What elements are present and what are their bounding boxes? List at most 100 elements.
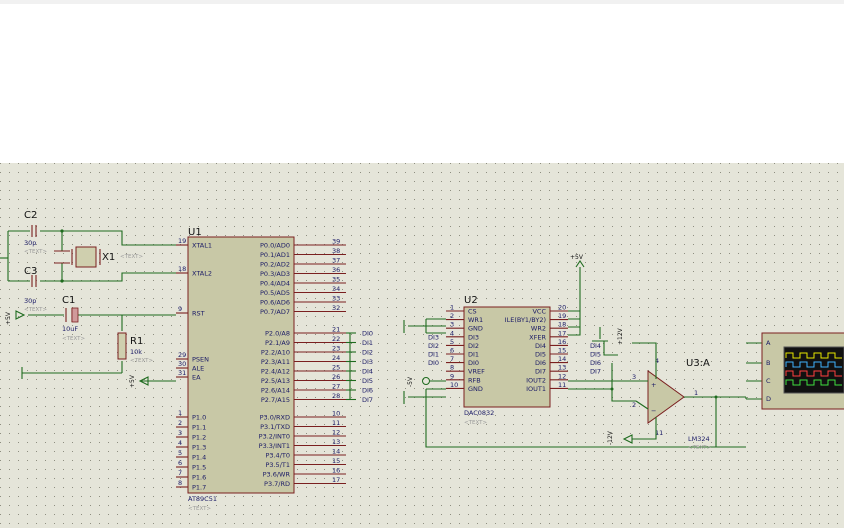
- scope-ch-c: C: [766, 377, 771, 385]
- c3-value: 30p: [24, 297, 36, 305]
- u1-pin-number: 13: [332, 438, 340, 446]
- power-vref: -5V: [407, 376, 414, 387]
- capacitor-c1[interactable]: C1 10uF <TEXT>: [62, 295, 85, 342]
- u2-pin-name: DI7: [535, 368, 546, 376]
- u2-part: DAC0832: [464, 409, 494, 417]
- u2-pin-name: VREF: [468, 368, 485, 376]
- u2-net-label: DI5: [590, 351, 601, 359]
- c2-value: 30p: [24, 239, 36, 247]
- u2-pin-name: DI6: [535, 359, 546, 367]
- u1-pin-number: 26: [332, 373, 340, 381]
- u1-pin-number: 8: [178, 479, 182, 487]
- u2-pin-number: 20: [558, 304, 566, 312]
- mcu-u1[interactable]: U1 AT89C51 <TEXT>: [187, 227, 295, 512]
- window-top-strip: [0, 0, 844, 4]
- u2-pin-number: 14: [558, 355, 566, 363]
- u1-part: AT89C51: [188, 495, 217, 503]
- c3-ref: C3: [24, 266, 37, 277]
- u1-pin-number: 16: [332, 467, 340, 475]
- u1-pin-name: P1.4: [192, 454, 206, 462]
- op-neg-label: -12V: [607, 430, 614, 445]
- u1-pin-name: P2.6/A14: [261, 387, 290, 395]
- vcc-dac-label: +5V: [570, 254, 584, 261]
- u1-text: <TEXT>: [188, 506, 211, 512]
- u1-pin-name: P2.7/A15: [261, 396, 290, 404]
- resistor-r1[interactable]: R1 10k <TEXT>: [117, 332, 153, 364]
- c3-text: <TEXT>: [24, 307, 47, 313]
- u2-pin-number: 9: [450, 372, 454, 380]
- u1-pin-name: ALE: [192, 365, 204, 373]
- oscilloscope[interactable]: A B C D: [745, 332, 844, 410]
- dac-u2[interactable]: U2 DAC0832 <TEXT>: [463, 295, 551, 426]
- u1-net-label: DI7: [362, 396, 373, 404]
- u1-pin-number: 14: [332, 448, 340, 456]
- c1-text: <TEXT>: [62, 336, 85, 342]
- capacitor-c3[interactable]: C3 30p <TEXT>: [24, 266, 47, 313]
- u2-pin-name: DI0: [468, 359, 479, 367]
- u2-pin-name: RFB: [468, 376, 481, 384]
- u1-body: [187, 236, 295, 494]
- u2-pin-number: 15: [558, 347, 566, 355]
- u1-pin-name: P3.0/RXD: [260, 414, 290, 422]
- u2-pin-number: 17: [558, 329, 566, 337]
- u1-pin-number: 11: [332, 419, 340, 427]
- crystal-x1[interactable]: X1 <TEXT>: [54, 246, 143, 268]
- u1-net-label: DI5: [362, 377, 373, 385]
- r1-text: <TEXT>: [130, 358, 153, 364]
- u3-ref: U3:A: [686, 358, 710, 369]
- u2-pin-name: CS: [468, 308, 477, 316]
- u1-pin-number: 23: [332, 345, 340, 353]
- u3-plus-sign: +: [651, 381, 656, 389]
- c2-text: <TEXT>: [24, 249, 47, 255]
- u2-pin-name: DI1: [468, 351, 479, 359]
- u3-text: <TEXT>: [688, 445, 711, 451]
- u1-pin-name: P2.3/A11: [261, 358, 290, 366]
- u2-pin-number: 19: [558, 312, 566, 320]
- u1-pin-name: P3.5/T1: [265, 461, 290, 469]
- u2-pin-name: DI5: [535, 351, 546, 359]
- u1-net-label: DI1: [362, 339, 373, 347]
- u1-net-label: DI6: [362, 387, 373, 395]
- u1-pin-name: P1.0: [192, 414, 206, 422]
- u1-pin-name: RST: [192, 310, 205, 318]
- scope-ch-b: B: [766, 359, 770, 367]
- u2-pin-name: IOUT2: [526, 376, 546, 384]
- u1-pin-name: P2.4/A12: [261, 368, 290, 376]
- u2-text: <TEXT>: [464, 420, 487, 426]
- u1-pin-number: 25: [332, 364, 340, 372]
- u1-pin-number: 28: [332, 392, 340, 400]
- u1-pin-number: 6: [178, 459, 182, 467]
- u1-pin-number: 29: [178, 351, 186, 359]
- u1-pin-number: 19: [178, 237, 186, 245]
- u1-pin-number: 39: [332, 238, 340, 246]
- u1-pin-name: P0.6/AD6: [260, 299, 290, 307]
- u1-pin-number: 5: [178, 449, 182, 457]
- u1-pin-number: 2: [178, 419, 182, 427]
- u1-pin-name: P0.5/AD5: [260, 289, 290, 297]
- u1-pin-number: 15: [332, 457, 340, 465]
- u2-pin-number: 6: [450, 347, 454, 355]
- u1-pin-name: P0.1/AD1: [260, 251, 290, 259]
- u1-pin-number: 7: [178, 469, 182, 477]
- c1-ref: C1: [62, 295, 75, 306]
- u1-pin-name: XTAL2: [192, 270, 212, 278]
- u2-pin-number: 4: [450, 329, 454, 337]
- u1-pin-name: P0.2/AD2: [260, 261, 290, 269]
- u1-pin-name: P3.7/RD: [264, 480, 290, 488]
- c1-value: 10uF: [62, 325, 78, 333]
- dac-wiring: -5V +5V: [403, 254, 746, 448]
- u1-pin-name: P1.6: [192, 474, 206, 482]
- u1-pin-name: P0.7/AD7: [260, 308, 290, 316]
- u2-net-label: DI7: [590, 368, 601, 376]
- vcc-left-label: +5V: [5, 311, 12, 325]
- u1-pin-name: XTAL1: [192, 242, 212, 250]
- vref-label: -5V: [407, 376, 414, 387]
- capacitor-c2[interactable]: C2 30p <TEXT>: [24, 210, 47, 255]
- opamp-u3a[interactable]: + − 3 2 1 4 11 U3:A LM324 <TEXT> +12V -1…: [607, 327, 746, 451]
- scope-trace-d: [785, 379, 842, 386]
- u3-pin-minus: 2: [632, 401, 636, 409]
- u1-pin-name: P2.0/A8: [265, 330, 290, 338]
- u1-pins: 19XTAL118XTAL29RST29PSEN30ALE31EA1P1.02P…: [176, 237, 373, 492]
- u2-pin-number: 12: [558, 372, 566, 380]
- power-vcc-ea: +5V: [129, 374, 176, 388]
